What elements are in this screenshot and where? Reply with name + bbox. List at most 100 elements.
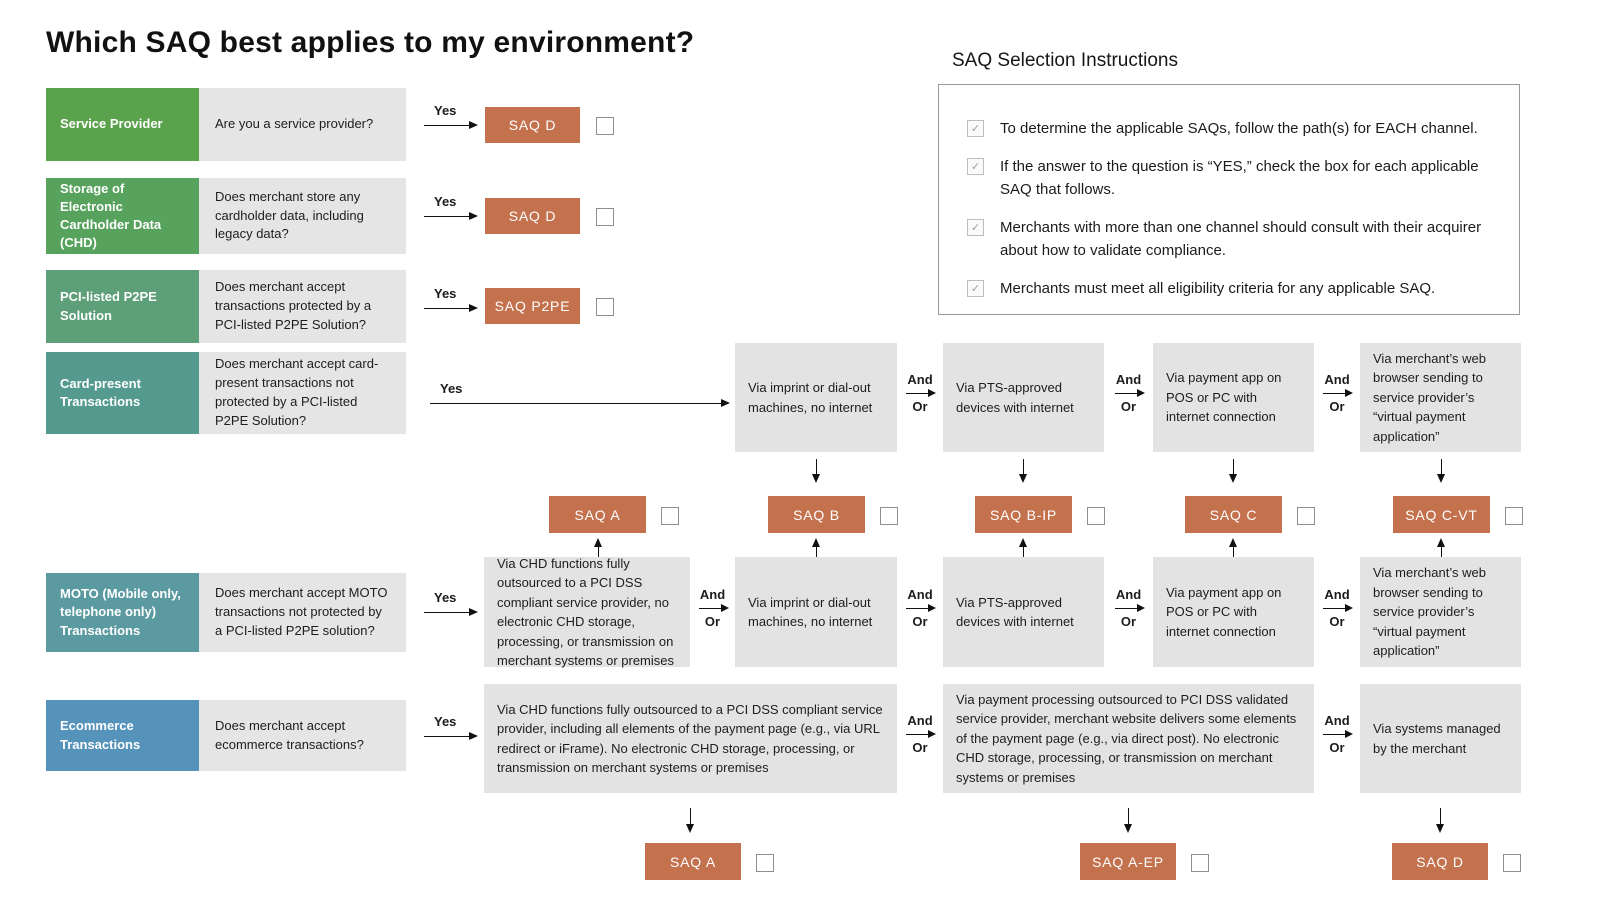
channel-pts-devices: Via PTS-approved devices with internet bbox=[943, 557, 1104, 667]
page-title: Which SAQ best applies to my environment… bbox=[46, 26, 695, 59]
checked-checkbox-icon[interactable] bbox=[967, 120, 984, 137]
and-label: And bbox=[1324, 587, 1350, 602]
and-label: And bbox=[1324, 372, 1350, 387]
up-arrow bbox=[811, 538, 820, 562]
down-arrow bbox=[1018, 459, 1027, 483]
instruction-text: Merchants must meet all eligibility crit… bbox=[1000, 280, 1436, 297]
saq-checkbox[interactable] bbox=[756, 854, 774, 872]
saq-checkbox[interactable] bbox=[596, 208, 614, 226]
instruction-text: Merchants with more than one channel sho… bbox=[1000, 219, 1482, 259]
saq-box-d-storage: SAQ D bbox=[485, 198, 580, 234]
or-label: Or bbox=[912, 398, 928, 414]
instruction-text: If the answer to the question is “YES,” … bbox=[1000, 158, 1479, 198]
saq-checkbox[interactable] bbox=[1505, 507, 1523, 525]
and-or-connector: And Or bbox=[690, 588, 735, 628]
yes-label: Yes bbox=[434, 103, 457, 118]
channel-ecom-partial-outsourced: Via payment processing outsourced to PCI… bbox=[943, 684, 1314, 793]
or-label: Or bbox=[1329, 739, 1345, 755]
question-ecommerce: Does merchant accept ecommerce transacti… bbox=[199, 700, 406, 771]
yes-arrow bbox=[424, 212, 478, 220]
yes-label: Yes bbox=[434, 714, 457, 729]
and-label: And bbox=[907, 587, 933, 602]
down-arrow bbox=[811, 459, 820, 483]
question-card-present: Does merchant accept card-present transa… bbox=[199, 352, 406, 434]
up-arrow bbox=[1436, 538, 1445, 562]
channel-payment-app: Via payment app on POS or PC with intern… bbox=[1153, 557, 1314, 667]
channel-moto-outsourced: Via CHD functions fully outsourced to a … bbox=[484, 556, 690, 668]
row-label-card-present: Card-present Transactions bbox=[46, 352, 199, 434]
down-arrow bbox=[1123, 808, 1132, 833]
saq-checkbox[interactable] bbox=[661, 507, 679, 525]
saq-checkbox[interactable] bbox=[880, 507, 898, 525]
and-label: And bbox=[907, 713, 933, 728]
row-label-service-provider: Service Provider bbox=[46, 88, 199, 161]
instruction-text: To determine the applicable SAQs, follow… bbox=[1000, 120, 1478, 137]
saq-checkbox[interactable] bbox=[596, 298, 614, 316]
and-or-connector: And Or bbox=[1104, 373, 1153, 413]
and-label: And bbox=[699, 587, 726, 602]
yes-label: Yes bbox=[434, 590, 457, 605]
channel-imprint-dialout: Via imprint or dial-out machines, no int… bbox=[735, 557, 897, 667]
saq-checkbox[interactable] bbox=[596, 117, 614, 135]
saq-checkbox[interactable] bbox=[1087, 507, 1105, 525]
saq-box-b: SAQ B bbox=[768, 496, 865, 533]
instruction-item: If the answer to the question is “YES,” … bbox=[967, 155, 1489, 201]
instructions-panel: To determine the applicable SAQs, follow… bbox=[938, 84, 1520, 315]
channel-merchant-systems: Via systems managed by the merchant bbox=[1360, 684, 1521, 793]
row-label-ecommerce: Ecommerce Transactions bbox=[46, 700, 199, 771]
saq-box-a-ep: SAQ A-EP bbox=[1080, 843, 1176, 880]
right-arrow-icon bbox=[906, 603, 936, 612]
saq-box-a-mid: SAQ A bbox=[549, 496, 646, 533]
right-arrow-icon bbox=[698, 603, 729, 612]
right-arrow-icon bbox=[1323, 729, 1353, 738]
saq-box-d-bottom: SAQ D bbox=[1392, 843, 1488, 880]
or-label: Or bbox=[1329, 613, 1345, 629]
and-label: And bbox=[1115, 587, 1142, 602]
up-arrow bbox=[593, 538, 602, 562]
yes-arrow bbox=[424, 608, 478, 616]
and-or-connector: And Or bbox=[1314, 588, 1360, 628]
saq-checkbox[interactable] bbox=[1297, 507, 1315, 525]
saq-box-p2pe: SAQ P2PE bbox=[485, 288, 580, 324]
row-label-p2pe: PCI-listed P2PE Solution bbox=[46, 270, 199, 343]
row-label-moto: MOTO (Mobile only, telephone only) Trans… bbox=[46, 573, 199, 652]
yes-arrow bbox=[424, 304, 478, 312]
question-service-provider: Are you a service provider? bbox=[199, 88, 406, 161]
and-or-connector: And Or bbox=[897, 373, 943, 413]
right-arrow-icon bbox=[906, 388, 936, 397]
channel-ecom-fully-outsourced: Via CHD functions fully outsourced to a … bbox=[484, 684, 897, 793]
channel-virtual-payment: Via merchant’s web browser sending to se… bbox=[1360, 557, 1521, 667]
question-p2pe: Does merchant accept transactions protec… bbox=[199, 270, 406, 343]
yes-arrow bbox=[424, 121, 478, 129]
checked-checkbox-icon[interactable] bbox=[967, 280, 984, 297]
saq-checkbox[interactable] bbox=[1191, 854, 1209, 872]
channel-payment-app: Via payment app on POS or PC with intern… bbox=[1153, 343, 1314, 452]
instructions-heading: SAQ Selection Instructions bbox=[952, 50, 1178, 71]
saq-checkbox[interactable] bbox=[1503, 854, 1521, 872]
saq-box-b-ip: SAQ B-IP bbox=[975, 496, 1072, 533]
row-label-storage-chd: Storage of Electronic Cardholder Data (C… bbox=[46, 178, 199, 254]
or-label: Or bbox=[912, 739, 928, 755]
right-arrow-icon bbox=[1114, 603, 1145, 612]
question-storage-chd: Does merchant store any cardholder data,… bbox=[199, 178, 406, 254]
yes-label: Yes bbox=[434, 194, 457, 209]
or-label: Or bbox=[1120, 613, 1137, 629]
channel-imprint-dialout: Via imprint or dial-out machines, no int… bbox=[735, 343, 897, 452]
checked-checkbox-icon[interactable] bbox=[967, 219, 984, 236]
or-label: Or bbox=[912, 613, 928, 629]
instruction-item: To determine the applicable SAQs, follow… bbox=[967, 117, 1489, 140]
or-label: Or bbox=[1120, 398, 1137, 414]
right-arrow-icon bbox=[1114, 388, 1145, 397]
and-or-connector: And Or bbox=[897, 714, 943, 754]
and-or-connector: And Or bbox=[1314, 373, 1360, 413]
checked-checkbox-icon[interactable] bbox=[967, 158, 984, 175]
yes-label: Yes bbox=[440, 381, 463, 396]
saq-box-c: SAQ C bbox=[1185, 496, 1282, 533]
yes-arrow bbox=[424, 732, 478, 740]
and-or-connector: And Or bbox=[1104, 588, 1153, 628]
down-arrow bbox=[685, 808, 694, 833]
right-arrow-icon bbox=[1323, 603, 1353, 612]
yes-label: Yes bbox=[434, 286, 457, 301]
saq-box-a-bottom: SAQ A bbox=[645, 843, 741, 880]
